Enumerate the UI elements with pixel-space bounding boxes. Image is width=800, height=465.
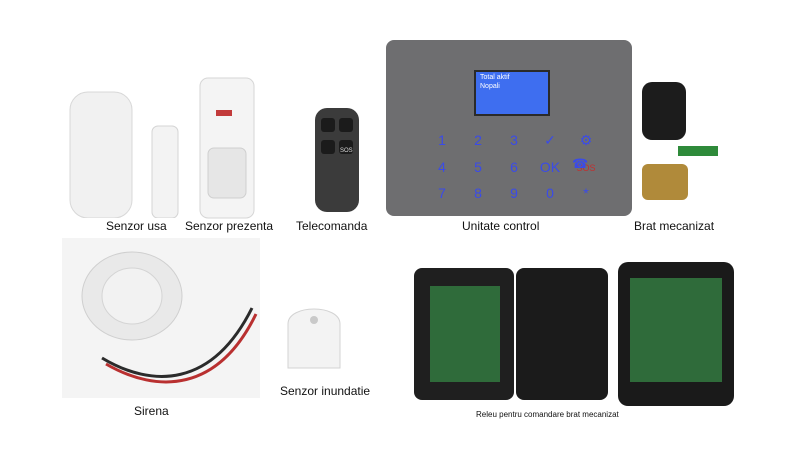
screen-line-1: Total aktif <box>480 74 510 81</box>
remote-sos-label: SOS <box>340 148 353 154</box>
key-star: * <box>583 185 589 201</box>
key-2: 2 <box>474 132 482 148</box>
key-phone-icon: ☎ <box>572 156 589 171</box>
key-settings: ⚙ <box>579 132 593 148</box>
motion-sensor-photo <box>198 76 256 220</box>
key-5: 5 <box>474 159 482 175</box>
key-0: 0 <box>546 185 554 201</box>
key-ok: OK <box>539 159 561 175</box>
key-6: 6 <box>510 159 518 175</box>
key-9: 9 <box>510 185 518 201</box>
key-3: 3 <box>510 132 518 148</box>
valve-arm-photo <box>632 76 724 206</box>
key-check: ✓ <box>544 132 556 148</box>
control-unit-caption: Unitate control <box>462 219 540 233</box>
key-7: 7 <box>438 185 446 201</box>
control-unit-screen: Total aktif Nopali <box>474 70 550 116</box>
control-unit-photo: Total aktif Nopali 1 2 3 ✓ ⚙ 4 5 6 OK SO… <box>386 40 632 216</box>
siren-caption: Sirena <box>134 404 169 418</box>
key-1: 1 <box>438 132 446 148</box>
motion-sensor-caption: Senzor prezenta <box>185 219 274 233</box>
siren-photo <box>62 238 260 398</box>
key-8: 8 <box>474 185 482 201</box>
remote-caption: Telecomanda <box>296 219 368 233</box>
screen-line-2: Nopali <box>480 83 500 90</box>
relay-caption: Releu pentru comandare brat mecanizat <box>476 410 619 419</box>
remote-photo <box>313 106 361 214</box>
door-sensor-photo <box>62 86 182 218</box>
flood-sensor-photo <box>282 294 346 376</box>
door-sensor-caption: Senzor usa <box>106 219 167 233</box>
key-4: 4 <box>438 159 446 175</box>
valve-arm-caption: Brat mecanizat <box>634 219 715 233</box>
key-sos: SOS <box>576 163 596 173</box>
relay-photo <box>412 262 738 406</box>
flood-sensor-caption: Senzor inundatie <box>280 384 371 398</box>
